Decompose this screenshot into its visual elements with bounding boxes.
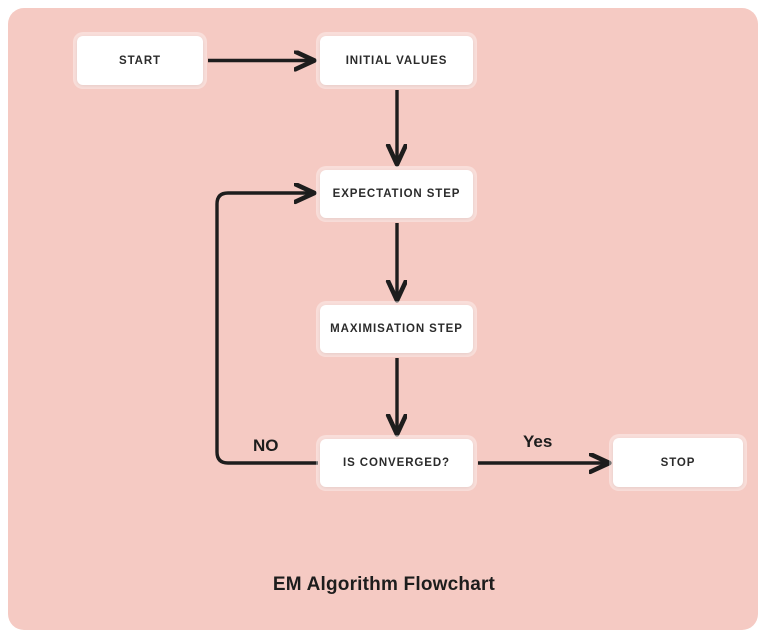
node-start[interactable]: START bbox=[77, 36, 203, 85]
edge-label-yes: Yes bbox=[523, 432, 553, 451]
node-stop[interactable]: STOP bbox=[613, 438, 743, 487]
node-is-converged[interactable]: IS CONVERGED? bbox=[320, 439, 473, 487]
node-is-converged-label: IS CONVERGED? bbox=[343, 457, 450, 469]
node-initial-values[interactable]: INITIAL VALUES bbox=[320, 36, 473, 85]
node-maximisation-step-label: MAXIMISATION STEP bbox=[330, 323, 463, 335]
node-expectation-step[interactable]: EXPECTATION STEP bbox=[320, 170, 473, 218]
node-stop-label: STOP bbox=[660, 456, 696, 469]
node-expectation-step-label: EXPECTATION STEP bbox=[332, 188, 461, 200]
edge-label-no: NO bbox=[253, 436, 279, 455]
node-start-label: START bbox=[119, 54, 161, 67]
node-initial-values-label: INITIAL VALUES bbox=[345, 54, 448, 67]
node-maximisation-step[interactable]: MAXIMISATION STEP bbox=[320, 305, 473, 353]
diagram-title: EM Algorithm Flowchart bbox=[272, 574, 496, 595]
